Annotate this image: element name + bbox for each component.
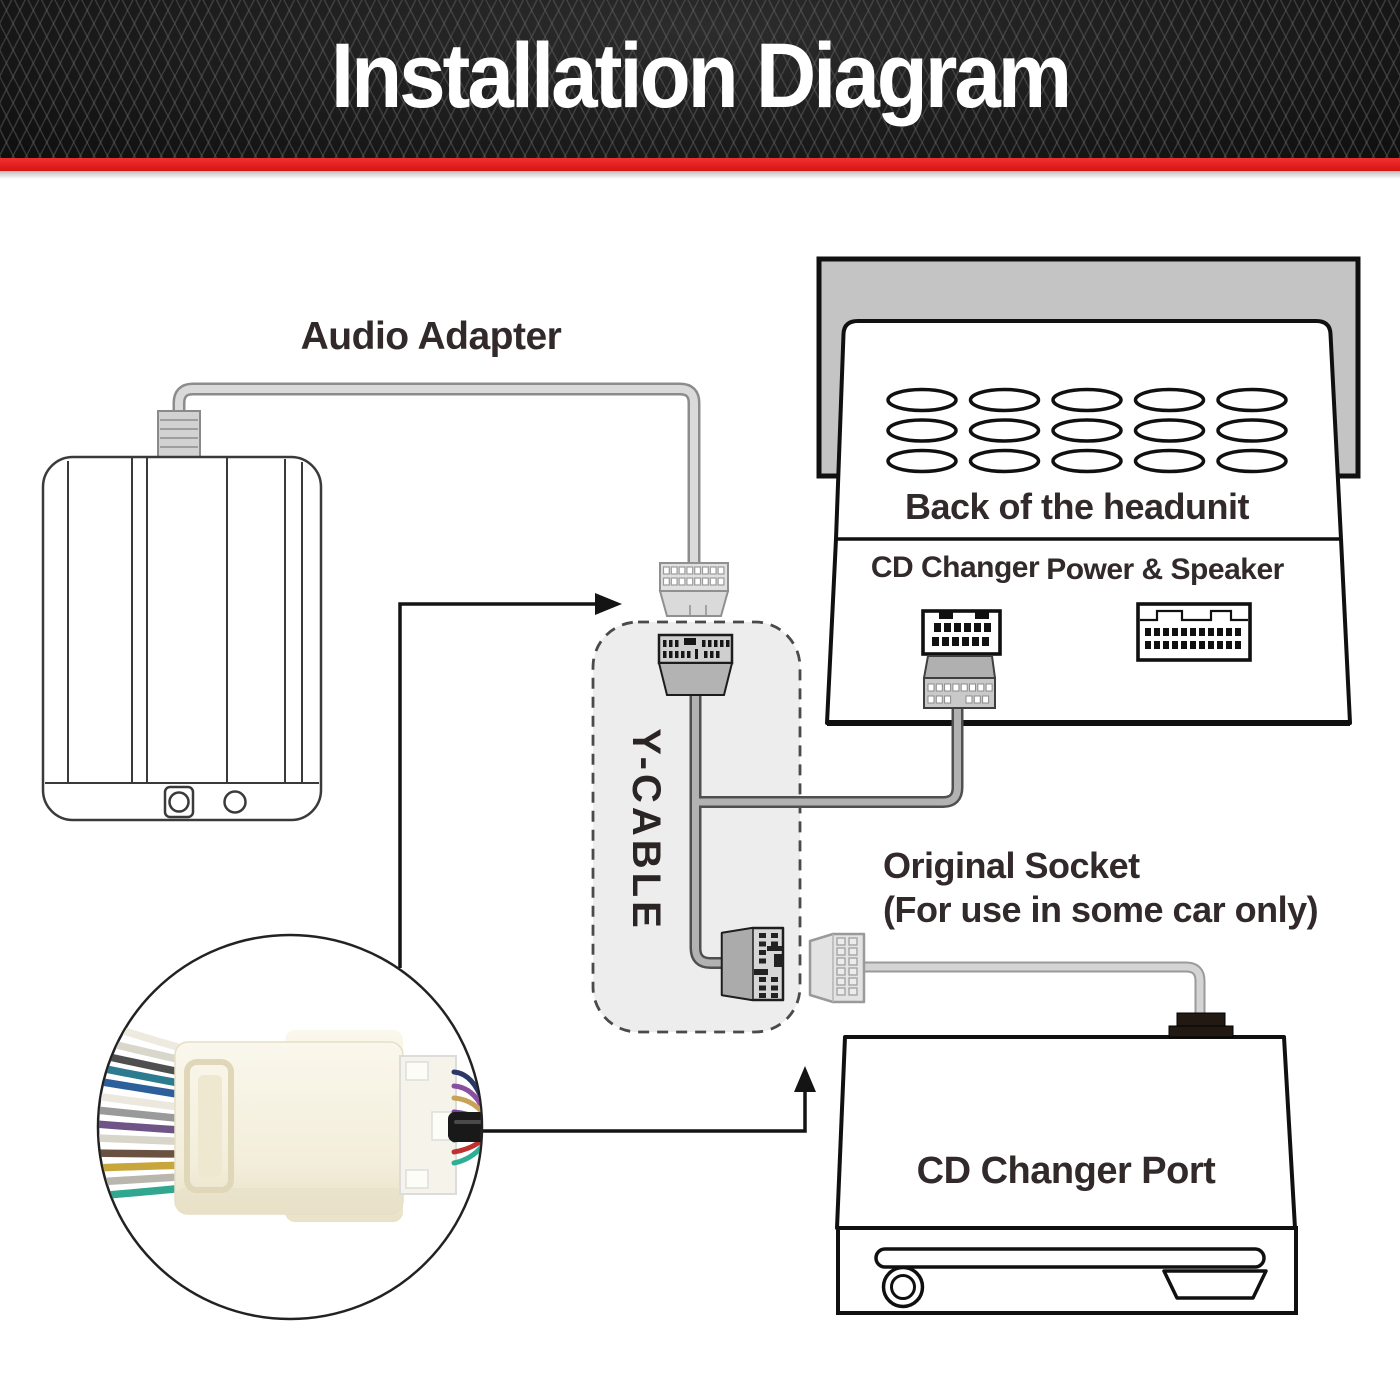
adapter-led-hole bbox=[223, 790, 247, 814]
cd-changer-connector bbox=[921, 609, 1002, 656]
cd-changer-port-label: CD Changer Port bbox=[916, 1150, 1216, 1192]
y-cable-main bbox=[692, 688, 732, 967]
strain-relief-ridges bbox=[160, 419, 198, 448]
cd-slot bbox=[874, 1247, 1266, 1269]
connector-key-tab bbox=[939, 612, 953, 619]
audio-adapter-device bbox=[41, 410, 323, 822]
original-socket-label-line2: (For use in some car only) bbox=[883, 889, 1319, 930]
connector-latch bbox=[184, 1059, 234, 1193]
power-speaker-label: Power & Speaker bbox=[1046, 553, 1284, 586]
adapter-plug-pins bbox=[662, 566, 725, 586]
back-of-headunit-label: Back of the headunit bbox=[904, 486, 1250, 527]
power-connector-pins bbox=[1145, 628, 1241, 649]
pointer-line-bottom bbox=[483, 1092, 807, 1133]
photo-connector-body bbox=[174, 1030, 457, 1222]
connector-photo-inset bbox=[96, 933, 484, 1321]
audio-adapter-cable bbox=[175, 385, 698, 565]
adapter-button-hole bbox=[168, 791, 190, 813]
cables bbox=[172, 382, 1206, 1020]
audio-adapter-label: Audio Adapter bbox=[300, 315, 562, 358]
banner-red-stripe bbox=[0, 158, 1400, 171]
banner-fade-edge bbox=[0, 171, 1400, 179]
original-socket-label-line1: Original Socket bbox=[883, 845, 1140, 886]
banner: Installation Diagram bbox=[0, 0, 1400, 158]
arrow-up-icon bbox=[794, 1066, 816, 1092]
cd-connector-pins bbox=[932, 623, 991, 646]
input-connector-pins bbox=[663, 638, 730, 659]
page-title: Installation Diagram bbox=[330, 25, 1072, 128]
adapter-ridges bbox=[45, 458, 319, 784]
pointer-lines bbox=[398, 602, 807, 1133]
cd-changer-port-device bbox=[835, 1035, 1298, 1315]
eject-knob-inner bbox=[890, 1274, 916, 1300]
cd-changer-plug bbox=[922, 655, 997, 709]
adapter-plug bbox=[658, 562, 730, 617]
y-cable-label: Y-CABLE bbox=[624, 728, 668, 932]
socket-cable-outline bbox=[864, 961, 1206, 1020]
adapter-box bbox=[41, 455, 323, 822]
strain-relief bbox=[157, 410, 201, 458]
power-speaker-connector bbox=[1136, 602, 1252, 662]
cable-sleeve bbox=[448, 1112, 481, 1142]
pointer-line-top bbox=[398, 602, 598, 968]
y-cable-branch bbox=[695, 708, 961, 806]
socket-cable bbox=[864, 963, 1204, 1020]
cd-port-input-connector bbox=[1168, 1012, 1234, 1038]
cd-port-badge bbox=[1162, 1269, 1268, 1300]
arrow-right-icon bbox=[595, 593, 622, 615]
cd-port-top-face bbox=[835, 1035, 1297, 1230]
original-socket-connector bbox=[808, 932, 866, 1004]
vent-holes bbox=[886, 387, 1288, 474]
connector-key-tab bbox=[975, 612, 989, 619]
socket-connector-pins bbox=[836, 937, 858, 996]
cd-changer-label: CD Changer bbox=[870, 551, 1040, 584]
connector-notch-line bbox=[1140, 609, 1248, 622]
y-cable-output-connector bbox=[720, 926, 785, 1002]
output-connector-pins bbox=[754, 933, 783, 998]
plug-pins bbox=[927, 683, 993, 704]
y-cable-input-connector bbox=[657, 633, 734, 696]
